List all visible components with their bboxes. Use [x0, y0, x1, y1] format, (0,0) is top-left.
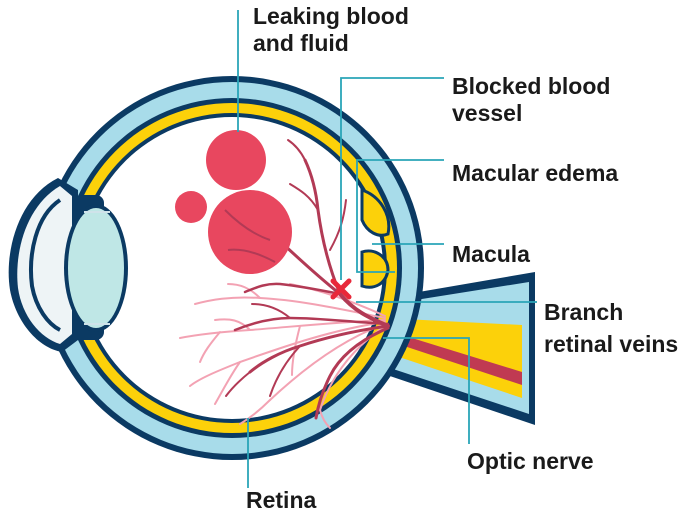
label-branch-line1: Branch	[544, 299, 623, 325]
label-leaking-line2: and fluid	[253, 30, 349, 56]
label-retina: Retina	[246, 487, 317, 513]
leader-blocked	[340, 77, 444, 280]
label-macular-edema: Macular edema	[452, 160, 618, 186]
leader-lines	[237, 10, 537, 488]
eye-front	[8, 178, 128, 352]
label-macula: Macula	[452, 241, 530, 267]
label-blocked-line1: Blocked blood	[452, 73, 610, 99]
leader-optic	[383, 337, 470, 444]
label-leaking-line1: Leaking blood	[253, 3, 409, 29]
label-optic-nerve: Optic nerve	[467, 448, 594, 474]
macula-shape	[360, 187, 391, 289]
dark-retinal-vessels	[225, 139, 390, 420]
blood-spots	[175, 130, 292, 274]
label-blocked-line2: vessel	[452, 100, 522, 126]
leader-edema	[356, 159, 444, 273]
blockage-x-icon	[330, 278, 352, 300]
label-branch-line2: retinal veins	[544, 331, 678, 357]
